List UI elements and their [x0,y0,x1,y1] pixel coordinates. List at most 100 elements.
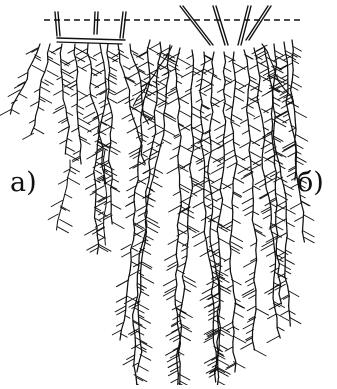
root-segment [60,53,61,62]
rootlet [296,161,303,165]
root-segment [104,160,105,170]
rootlet [146,91,157,97]
root-segment [212,52,214,62]
root-segment [175,58,177,68]
root-segment [63,99,66,108]
root-segment [208,162,209,172]
root-segment [224,160,225,170]
rootlet [238,166,251,173]
rootlet [186,65,193,69]
root-segment [204,222,205,232]
rootlet [184,280,197,287]
rootlet [131,262,139,266]
shoot-stem [183,6,213,45]
rootlet [48,214,58,220]
root-segment [221,200,223,210]
root-segment [255,260,257,270]
rootlet [249,85,261,92]
rootlet [58,227,69,233]
shoot-stem [97,12,98,34]
rootlet [121,245,131,250]
root-segment [274,248,275,258]
rootlet [140,249,151,255]
root-segment [212,282,214,292]
shoot-stem [55,12,57,36]
root-segment [223,131,225,141]
rootlet [172,320,182,325]
rootlet [234,336,246,343]
root-segment [149,152,151,162]
rootlet [97,82,106,87]
root-segment [213,252,215,262]
root-segment [247,110,249,120]
root-segment [272,124,273,134]
rootlet [62,79,70,83]
rootlet [41,81,48,85]
rootlet [67,178,79,185]
rootlet [222,322,233,328]
rootlet [118,280,128,285]
rootlet [134,192,145,198]
root-segment [209,182,211,192]
rootlet [288,85,298,91]
root-segment [275,308,277,318]
rootlet [218,360,229,366]
root-segment [78,118,79,127]
root-segment [97,135,99,144]
root-segment [27,70,28,79]
root-segment [204,52,205,62]
rootlet [219,285,231,292]
root-segment [110,134,111,143]
root-segment [292,60,293,70]
rootlet [253,137,264,143]
rootlet [260,69,268,73]
rootlet [65,194,72,198]
root-segment [104,150,106,160]
rootlet [93,186,105,192]
rootlet [235,303,245,308]
rootlet [293,74,299,77]
root-segment [120,330,121,340]
rootlet [232,115,242,121]
rootlet [217,89,224,93]
root-segment [257,58,259,68]
rootlet [59,179,68,184]
root-segment [60,44,62,53]
rootlet [47,71,58,77]
root-segment [167,75,169,85]
root-segment [74,44,75,53]
root-segment [232,222,233,232]
rootlet [241,343,253,350]
rootlet [116,323,122,326]
rootlet [192,124,202,129]
shoot-stem [94,12,95,34]
rootlet [78,55,89,61]
rootlet [111,187,120,192]
rootlet [218,382,230,386]
rootlet [179,124,190,130]
root-segment [36,107,39,116]
rootlet [126,213,134,218]
root-segment [128,270,130,280]
rootlet [250,140,260,145]
rootlet [105,117,112,121]
rootlet [285,259,294,264]
rootlet [97,197,107,202]
root-segment [286,216,287,226]
rootlet [182,248,187,251]
root-segment [253,320,255,330]
root-segment [230,232,232,242]
root-segment [118,44,120,53]
rootlet [304,237,314,242]
rootlet [136,206,146,211]
rootlet [150,156,156,159]
rootlet [177,58,190,65]
rootlet [218,368,230,375]
label-a: а) [10,169,37,196]
rootlet [263,215,271,219]
rootlet [225,76,232,80]
root-segment [217,342,218,352]
root-segment [107,53,109,62]
rootlet [286,209,295,214]
